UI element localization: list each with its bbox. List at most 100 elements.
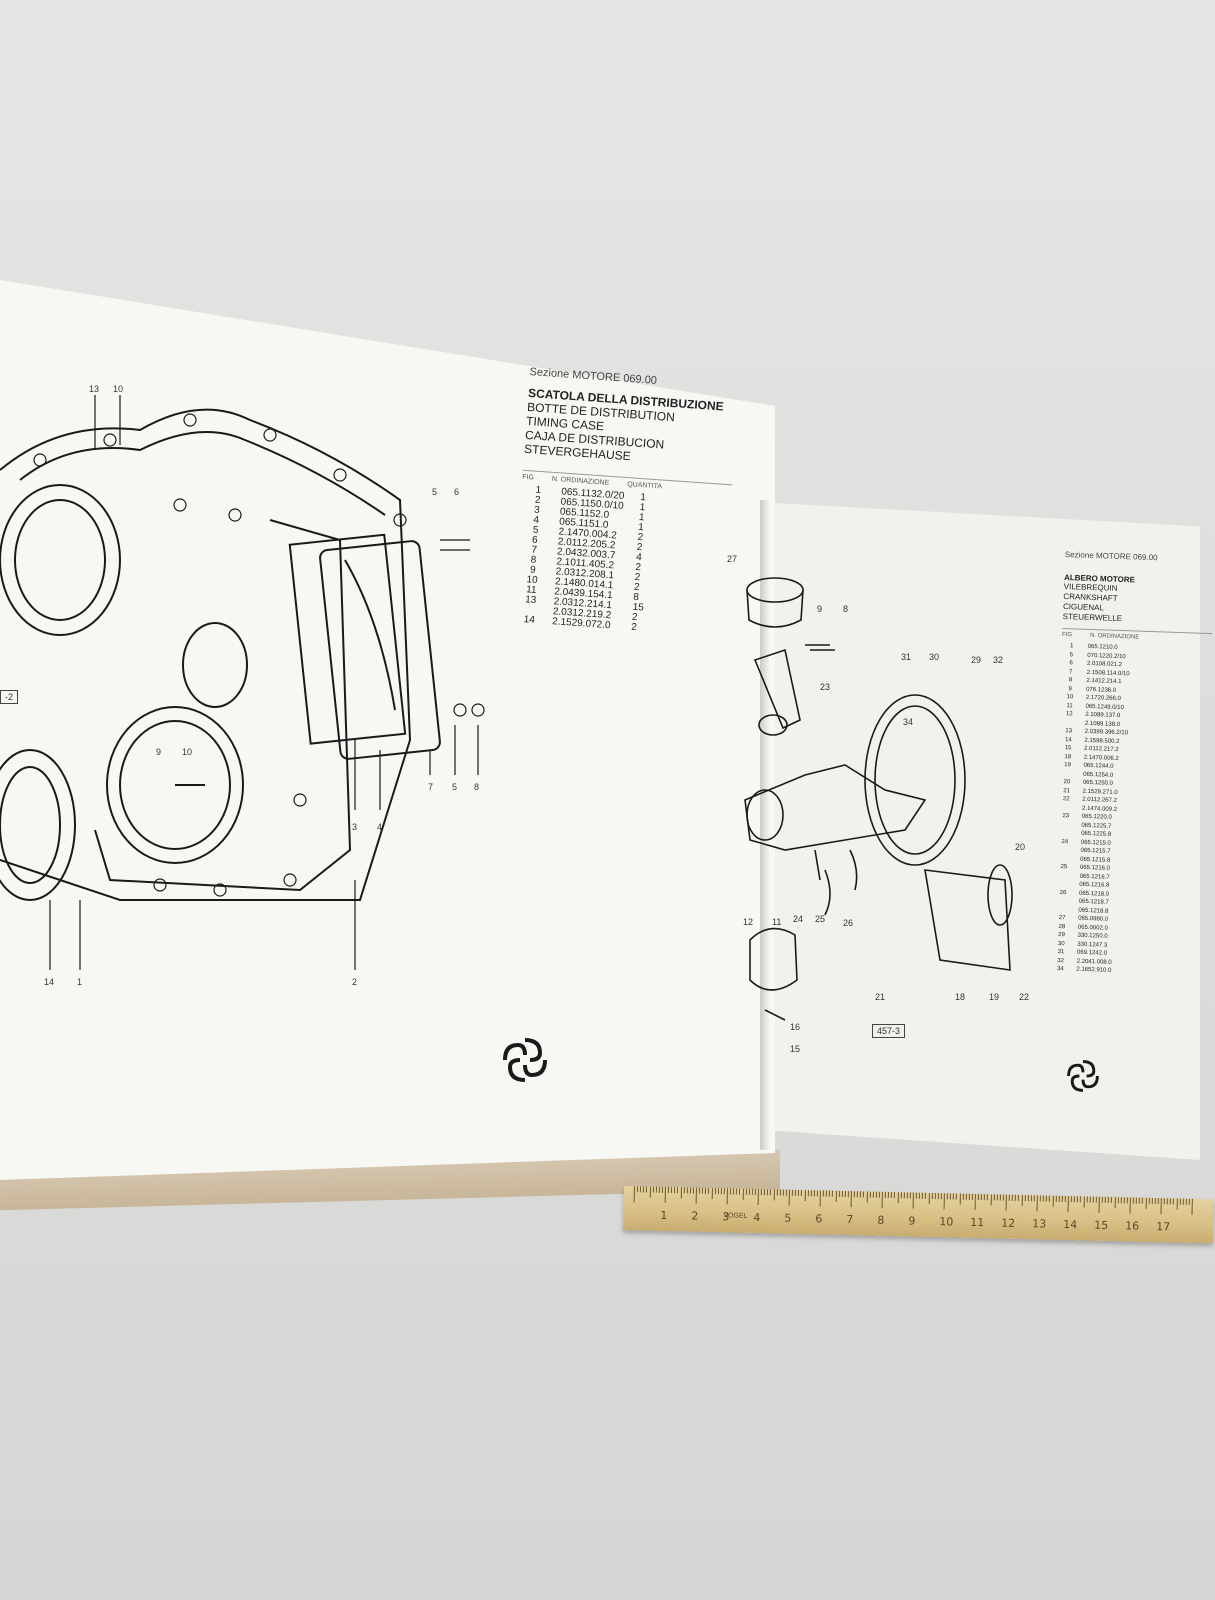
ruler-tick [667,1187,670,1194]
ruler-number: 12 [1001,1216,1016,1230]
ruler-tick [1030,1195,1032,1202]
ruler-tick [980,1194,983,1201]
ruler-tick [720,1188,722,1195]
ruler-tick [767,1189,769,1196]
ruler-tick [1170,1198,1172,1205]
ruler-tick [1042,1195,1045,1202]
ruler-number: 8 [877,1213,885,1227]
column-headers: FIG N. ORDINAZIONE [1061,627,1213,644]
ruler-tick [748,1188,750,1195]
callout: 20 [1015,842,1025,852]
ruler-tick [1061,1195,1063,1202]
ruler-tick [689,1187,691,1194]
ruler-tick [798,1189,800,1196]
crankshaft-drawing: 27 9 8 31 30 29 32 23 34 20 12 11 24 25 … [727,554,1029,1054]
ruler-tick [1132,1197,1134,1204]
ruler-tick [1055,1195,1057,1202]
ruler-tick [1098,1196,1100,1213]
callout: 8 [843,604,848,614]
ruler-number: 16 [1125,1219,1140,1233]
ruler-tick [643,1186,645,1193]
ruler-tick [891,1192,893,1199]
callout: 18 [955,992,965,1002]
ruler-tick [736,1188,738,1195]
callout: 1 [77,977,82,987]
ruler-tick [695,1187,697,1204]
ruler-tick [661,1186,663,1193]
ruler-tick [912,1192,914,1209]
callout: 27 [727,554,737,564]
ruler-tick [832,1190,834,1197]
callout: 16 [790,1022,800,1032]
ruler-tick [1092,1196,1094,1203]
ruler-tick [900,1192,902,1199]
ruler-tick [1173,1198,1175,1205]
ruler-number: 3 [722,1210,730,1224]
ruler-tick [860,1191,862,1198]
ruler-tick [872,1191,874,1198]
ruler-number: 15 [1094,1218,1109,1232]
ruler-tick [984,1194,986,1201]
ruler-tick [1083,1196,1085,1208]
callout: 24 [793,914,803,924]
ruler-tick [788,1189,790,1206]
callout: 13 [89,384,99,394]
figure-reference-box: -2 [0,690,19,704]
ruler-tick [773,1189,775,1201]
ruler-tick [1123,1197,1125,1204]
ruler-tick [863,1191,865,1198]
ruler-number: 2 [691,1209,699,1223]
ruler-tick [977,1194,980,1201]
ruler-tick [717,1188,719,1195]
timing-case-drawing: 13 10 5 6 9 10 3 4 7 5 8 14 1 2 [0,384,485,987]
callout: 7 [428,782,433,792]
ruler-tick [906,1192,908,1199]
ruler-tick [1163,1198,1165,1205]
callout: 9 [156,747,161,757]
callout: 10 [182,747,192,757]
ruler-number: 1 [660,1208,668,1222]
ruler-tick [1011,1194,1014,1201]
left-page [0,280,775,1180]
ruler-tick [729,1188,732,1195]
ruler-tick [847,1191,849,1198]
cell-fig: 34 [1056,965,1064,973]
callout: 22 [1019,992,1029,1002]
ruler-tick [956,1193,958,1200]
column-header: QUANTITA [626,481,663,491]
column-header: FIG [1061,631,1073,639]
ruler-tick [770,1189,772,1196]
ruler-tick [1160,1198,1162,1215]
ruler-number: 4 [753,1210,761,1225]
right-parts-list: Sezione MOTORE 069.00 ALBERO MOTORE VILE… [1050,550,1215,978]
ruler-tick [816,1190,818,1197]
left-parts-list: Sezione MOTORE 069.00 SCATOLA DELLA DIST… [512,366,740,639]
ruler-tick [1114,1197,1116,1209]
column-header: N. ORDINAZIONE [551,475,610,487]
ruler-tick [1080,1196,1082,1203]
ruler-tick [1142,1197,1144,1204]
ruler-tick [934,1193,936,1200]
ruler-tick [819,1190,821,1207]
ruler-tick [760,1189,763,1196]
ruler-tick [1111,1197,1113,1204]
callout: 6 [454,487,459,497]
ruler-tick [1005,1194,1007,1211]
ruler-tick [810,1190,812,1197]
ruler-tick [677,1187,679,1194]
ruler-tick [1129,1197,1131,1214]
ruler-tick [801,1190,803,1197]
ruler-tick [1018,1194,1020,1201]
ruler-tick [894,1192,896,1199]
callout: 2 [352,977,357,987]
ruler-tick [996,1194,998,1201]
ruler-tick [928,1192,930,1204]
ruler-tick [1176,1198,1178,1210]
callout: 9 [817,604,822,614]
column-header: FIG [521,473,535,482]
ruler-tick [829,1190,831,1197]
ruler-tick [1185,1198,1187,1205]
ruler-tick [795,1189,797,1196]
ruler-tick [1027,1195,1029,1202]
